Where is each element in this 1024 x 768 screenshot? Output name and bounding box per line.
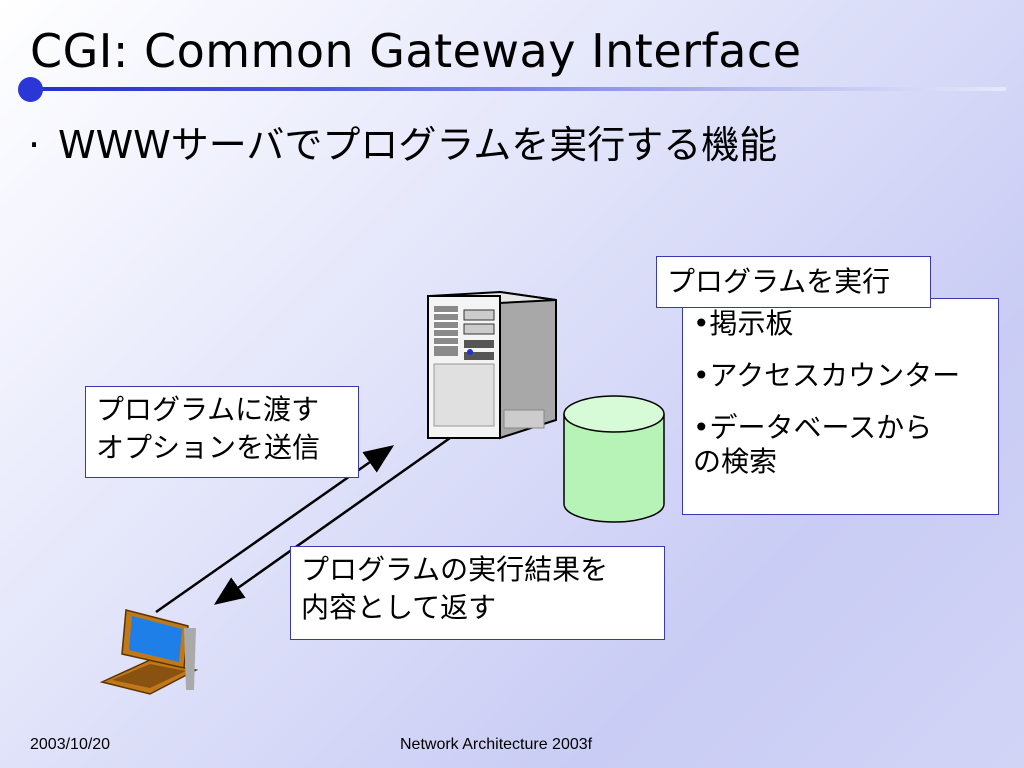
program-run-text: プログラムを実行 bbox=[667, 265, 891, 298]
example-item: •データベースから bbox=[693, 411, 933, 444]
server-icon bbox=[427, 290, 557, 440]
send-options-box: プログラムに渡す オプションを送信 bbox=[85, 386, 359, 478]
title-underline bbox=[30, 87, 1006, 91]
program-run-label: プログラムを実行 bbox=[656, 256, 931, 308]
database-icon bbox=[563, 395, 665, 523]
bullet-mark: · bbox=[28, 123, 41, 167]
main-bullet-text: WWWサーバでプログラムを実行する機能 bbox=[58, 123, 778, 167]
return-result-line: プログラムの実行結果を bbox=[301, 553, 609, 586]
laptop-icon bbox=[99, 609, 199, 695]
example-item: •アクセスカウンター bbox=[693, 359, 961, 392]
main-bullet: · WWWサーバでプログラムを実行する機能 bbox=[28, 114, 777, 169]
example-item: の検索 bbox=[693, 445, 778, 478]
response-arrow bbox=[213, 436, 451, 605]
slide-title: CGI: Common Gateway Interface bbox=[30, 24, 802, 78]
footer-course: Network Architecture 2003f bbox=[400, 736, 593, 753]
title-bullet-dot bbox=[18, 77, 43, 102]
return-result-line: 内容として返す bbox=[301, 591, 497, 624]
return-result-box: プログラムの実行結果を 内容として返す bbox=[290, 546, 665, 640]
footer-date: 2003/10/20 bbox=[30, 736, 111, 753]
example-item: •掲示板 bbox=[693, 307, 794, 340]
send-options-line: プログラムに渡す bbox=[96, 393, 320, 426]
examples-box: •掲示板 •アクセスカウンター •データベースから の検索 bbox=[682, 298, 999, 515]
send-options-line: オプションを送信 bbox=[96, 431, 321, 464]
